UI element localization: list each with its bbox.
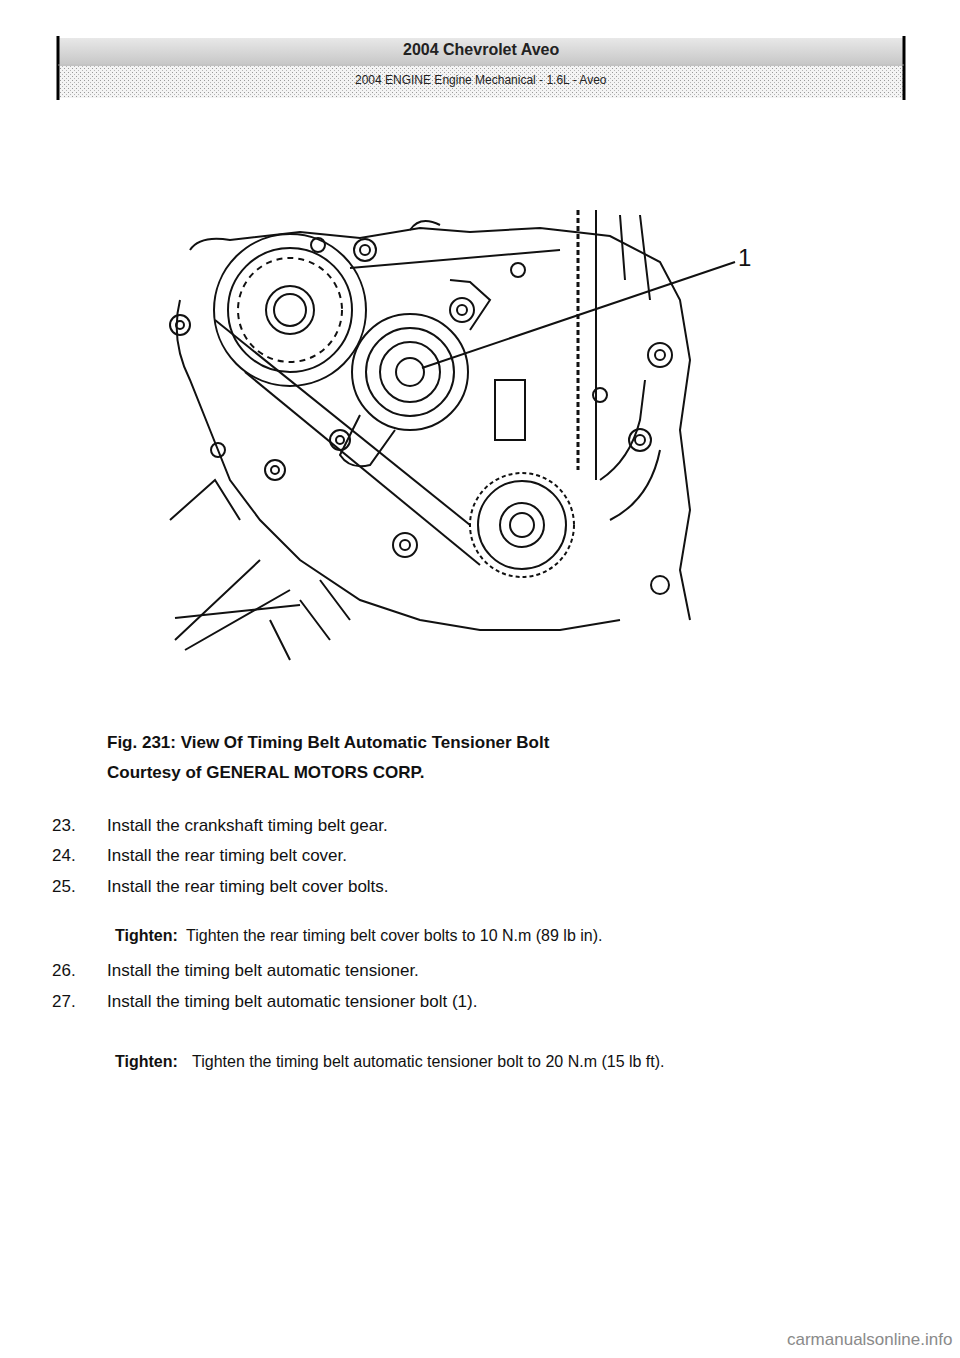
- step-text: Install the rear timing belt cover.: [107, 846, 347, 866]
- step-text: Install the timing belt automatic tensio…: [107, 961, 419, 981]
- step-number: 26.: [52, 961, 76, 981]
- watermark: carmanualsonline.info: [787, 1330, 952, 1350]
- step-number: 27.: [52, 992, 76, 1012]
- callout-number: 1: [738, 244, 751, 272]
- step-text: Install the crankshaft timing belt gear.: [107, 816, 388, 836]
- step-text: Install the rear timing belt cover bolts…: [107, 877, 389, 897]
- step-number: 25.: [52, 877, 76, 897]
- step-number: 23.: [52, 816, 76, 836]
- header-title: 2004 Chevrolet Aveo: [403, 41, 559, 59]
- tighten-heading: Tighten:: [115, 927, 178, 945]
- step-number: 24.: [52, 846, 76, 866]
- figure-caption: Fig. 231: View Of Timing Belt Automatic …: [107, 733, 549, 753]
- torque-spec: Tighten the timing belt automatic tensio…: [192, 1053, 665, 1071]
- courtesy-line: Courtesy of GENERAL MOTORS CORP.: [107, 763, 424, 783]
- header-band: 2004 Chevrolet Aveo 2004 ENGINE Engine Me…: [60, 38, 902, 98]
- torque-spec: Tighten the rear timing belt cover bolts…: [186, 927, 602, 945]
- step-text: Install the timing belt automatic tensio…: [107, 992, 477, 1012]
- header-subtitle: 2004 ENGINE Engine Mechanical - 1.6L - A…: [355, 74, 606, 88]
- tighten-heading: Tighten:: [115, 1053, 178, 1071]
